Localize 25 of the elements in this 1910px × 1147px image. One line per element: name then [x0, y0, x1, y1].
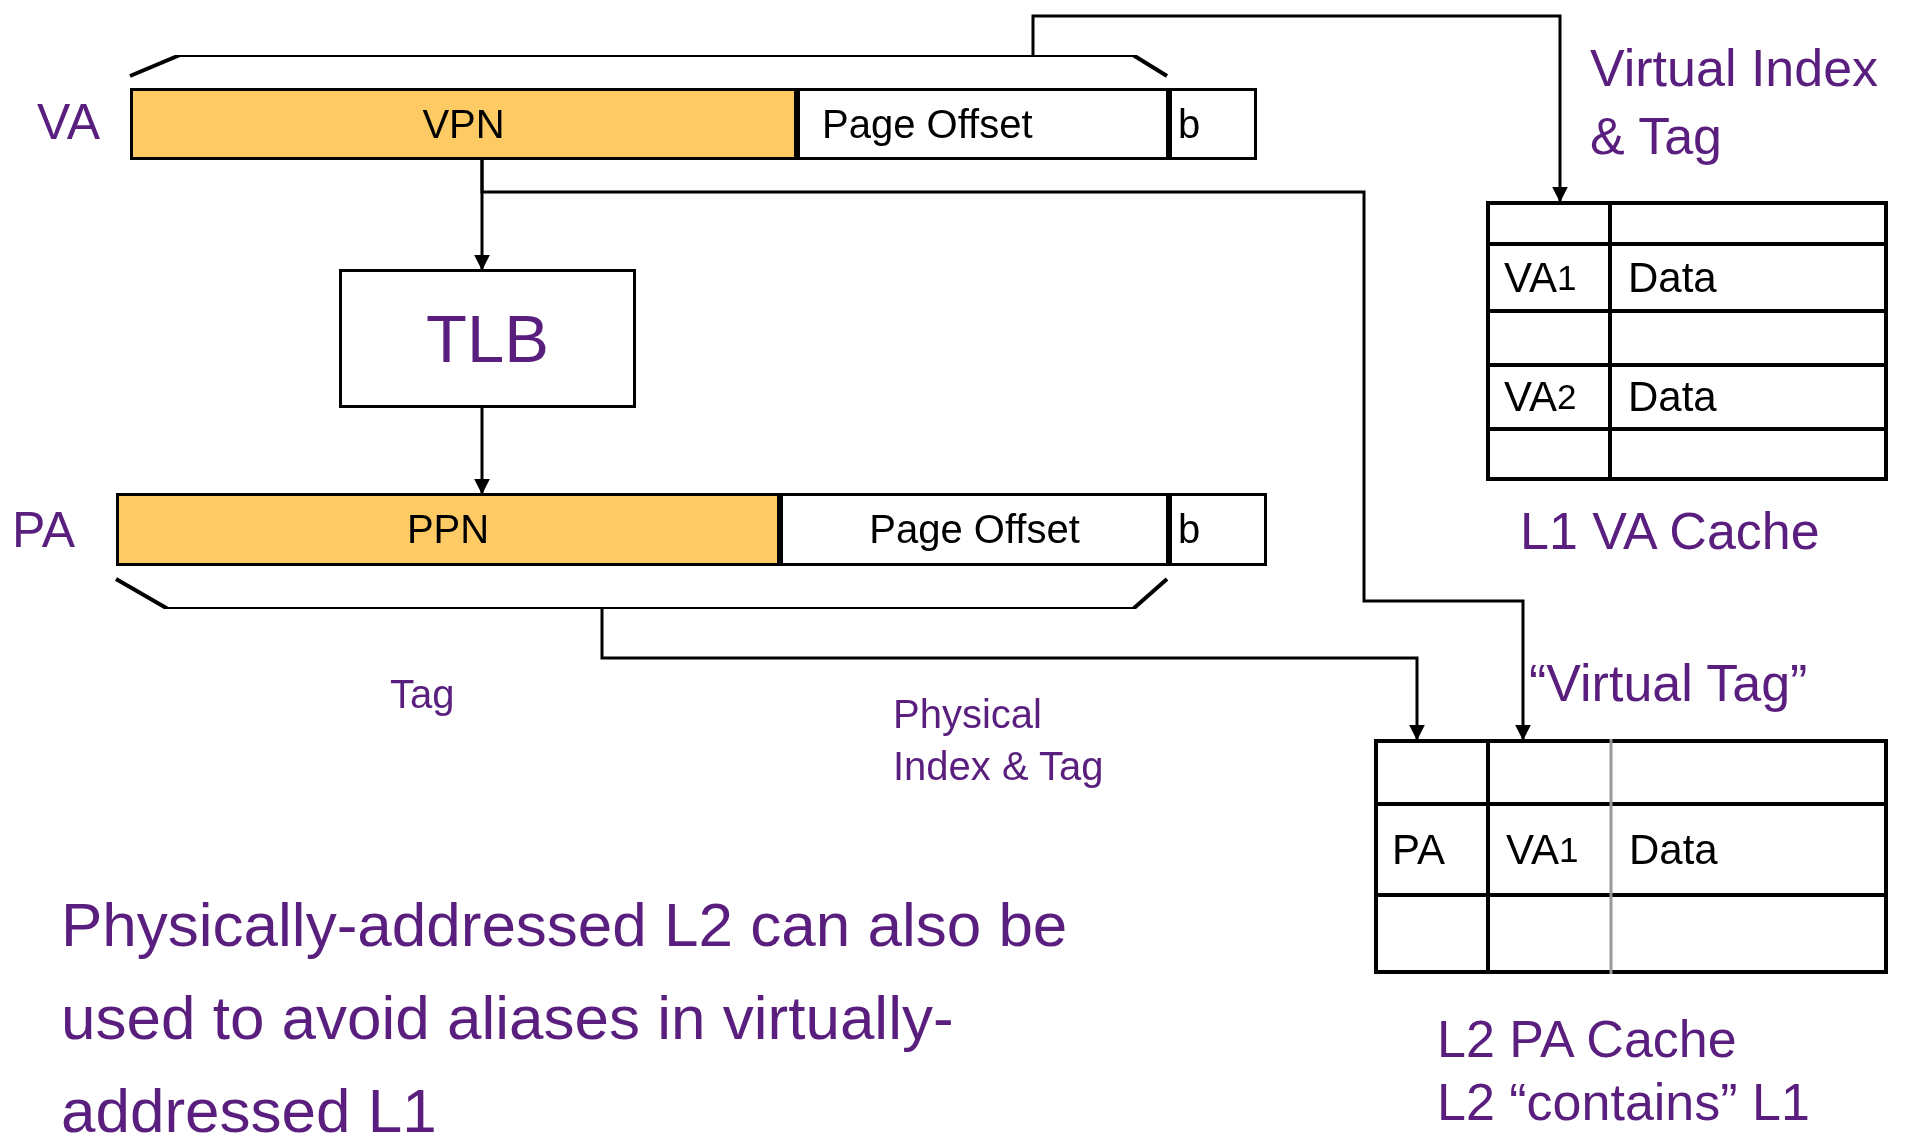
cell-text: Data — [1628, 252, 1717, 303]
address-field: PPN — [116, 493, 780, 566]
process-box: TLB — [339, 269, 636, 408]
caption: Physically-addressed L2 can also be used to avoid aliases in virtually-addressed L1 — [61, 889, 1069, 1147]
label-text: Tag — [390, 672, 455, 717]
edge-label: “Virtual Tag” — [1529, 653, 1809, 714]
edge-label: Virtual Index & Tag — [1590, 38, 1880, 167]
arrow — [600, 609, 1425, 741]
address-label: PA — [12, 501, 75, 559]
table-title: L1 VA Cache — [1520, 501, 1820, 561]
cell-text: Data — [1629, 824, 1718, 875]
address-field: VPN — [130, 88, 797, 160]
table-title: L2 “contains” L1 — [1437, 1072, 1810, 1132]
edge-label: Physical Index & Tag — [893, 691, 1105, 790]
address-label: VA — [37, 93, 100, 151]
arrow — [1031, 14, 1568, 203]
address-field: Page Offset — [797, 88, 1169, 160]
address-field: b — [1169, 493, 1267, 566]
arrow — [474, 408, 490, 495]
cell-text: PA — [1392, 824, 1445, 875]
address-field: Page Offset — [780, 493, 1169, 566]
table-title: L2 PA Cache — [1437, 1009, 1737, 1069]
arrow — [480, 160, 1531, 741]
address-field: b — [1169, 88, 1257, 160]
cell-text: Data — [1628, 372, 1717, 422]
